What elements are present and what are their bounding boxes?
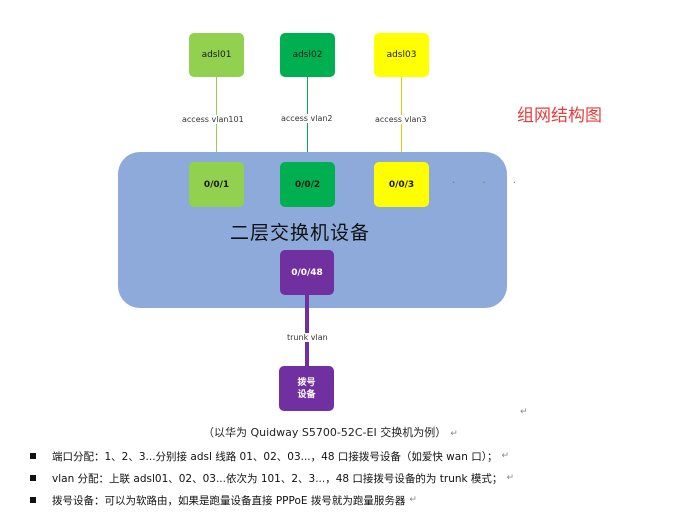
port-0-0-3-label: 0/0/3 [388,179,415,190]
trunk-label: trunk vlan [287,333,328,342]
diagram-title: 组网结构图 [517,106,602,126]
bullet-item: vlan 分配：上联 adsl01、02、03...依次为 101、2、3...… [26,467,686,489]
port-0-0-2-label: 0/0/2 [294,179,321,190]
bullet-square-icon [30,497,36,503]
port-0-0-48: 0/0/48 [280,250,334,295]
bullet-paragraph-mark: ↵ [409,495,417,505]
bullet-paragraph-mark: ↵ [506,473,514,483]
bullet-paragraph-mark: ↵ [501,451,509,461]
port-0-0-2: 0/0/2 [280,162,335,207]
switch-label: 二层交换机设备 [230,222,371,244]
bullet-text: 端口分配：1、2、3...分别接 adsl 线路 01、02、03...，48 … [52,450,498,463]
bullet-text: vlan 分配：上联 adsl01、02、03...依次为 101、2、3...… [52,472,503,485]
bullet-square-icon [30,453,36,459]
more-ports-dots: · · · [452,178,528,189]
adsl03-label: adsl03 [386,50,417,60]
trunk-link [305,288,309,368]
port-0-0-1: 0/0/1 [189,162,244,207]
adsl01-node: adsl01 [189,33,244,77]
dial-device-line1: 拨号 [297,377,316,388]
dial-device-node: 拨号 设备 [279,366,334,411]
bullet-square-icon [30,475,36,481]
adsl03-node: adsl03 [374,33,429,77]
dial-device-line2: 设备 [297,389,316,400]
port-0-0-1-label: 0/0/1 [203,179,230,190]
caption-paragraph-mark: ↵ [450,429,458,439]
port-0-0-3: 0/0/3 [374,162,429,207]
vlan-label-adsl03: access vlan3 [375,115,427,124]
adsl02-label: adsl02 [292,50,323,60]
vlan-label-adsl01: access vlan101 [182,115,244,124]
adsl01-label: adsl01 [201,50,232,60]
bullet-item: 拨号设备：可以为软路由，如果是跑量设备直接 PPPoE 拨号就为跑量服务器↵ [26,489,686,511]
vlan-label-adsl02: access vlan2 [281,114,333,123]
bullet-text: 拨号设备：可以为软路由，如果是跑量设备直接 PPPoE 拨号就为跑量服务器 [52,494,406,507]
bullet-list: 端口分配：1、2、3...分别接 adsl 线路 01、02、03...，48 … [26,445,686,511]
paragraph-mark-top: ↵ [520,407,528,417]
port-0-0-48-label: 0/0/48 [291,267,323,278]
adsl02-node: adsl02 [280,33,335,77]
caption-text: （以华为 Quidway S5700-52C-EI 交换机为例） [203,426,447,439]
bullet-item: 端口分配：1、2、3...分别接 adsl 线路 01、02、03...，48 … [26,445,686,467]
caption: （以华为 Quidway S5700-52C-EI 交换机为例）↵ [203,424,458,440]
